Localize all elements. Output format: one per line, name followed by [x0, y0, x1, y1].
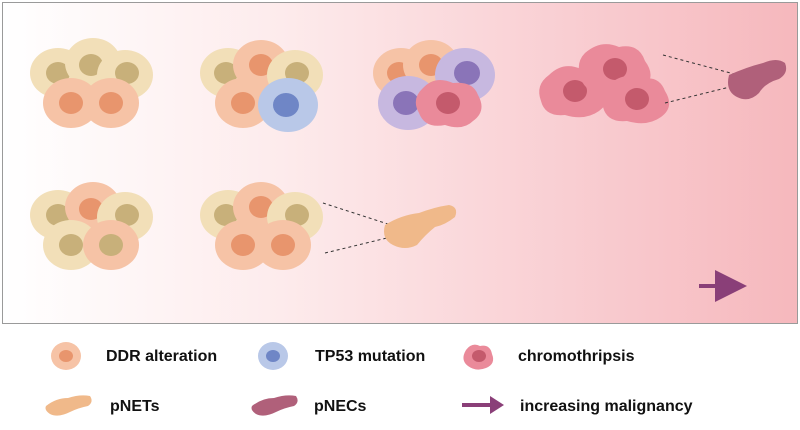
progression-panel	[2, 2, 798, 324]
ddr-alteration-label: DDR alteration	[106, 348, 218, 365]
chromothripsis-icon	[463, 344, 494, 370]
ddr-cell	[215, 220, 271, 270]
pnets-callout	[322, 202, 457, 254]
pnecs-callout	[662, 54, 787, 104]
ddr-cell	[215, 78, 271, 128]
progression-scene	[30, 38, 787, 302]
ddr-alteration-icon	[51, 342, 81, 370]
ddr-cell	[255, 220, 311, 270]
normal-cell-cluster-row2	[30, 182, 153, 270]
normal-cell-cluster-1	[30, 38, 153, 128]
chromothripsis-cluster	[539, 44, 670, 124]
ddr-cell	[43, 78, 99, 128]
increasing-malignancy-label: increasing malignancy	[520, 398, 693, 415]
tp53-mutation-label: TP53 mutation	[315, 348, 426, 365]
chromothripsis-label: chromothripsis	[518, 348, 635, 365]
chromothripsis-cell	[601, 76, 670, 124]
tp53-mutation-icon	[258, 342, 288, 370]
ddr-cell	[83, 220, 139, 270]
normal-cell	[43, 220, 99, 270]
pnets-organ	[384, 205, 457, 248]
chromothripsis-cell	[415, 79, 482, 128]
arrow-right-icon	[462, 396, 504, 414]
ddr-cell-cluster-row2	[200, 182, 323, 270]
ddr-cell	[83, 78, 139, 128]
legend-row-1: DDR alteration TP53 mutation chromothrip…	[0, 338, 800, 378]
pnets-icon	[45, 395, 92, 416]
tp53-cell	[258, 78, 318, 132]
pnecs-label: pNECs	[314, 398, 367, 415]
ddr-cell-cluster-2	[200, 40, 323, 132]
legend-row-2: pNETs pNECs increasing malignancy	[0, 390, 800, 430]
pnecs-organ	[728, 60, 787, 100]
pnecs-icon	[251, 395, 298, 416]
tp53-cell-cluster-3	[373, 40, 495, 130]
pnets-label: pNETs	[110, 398, 160, 415]
